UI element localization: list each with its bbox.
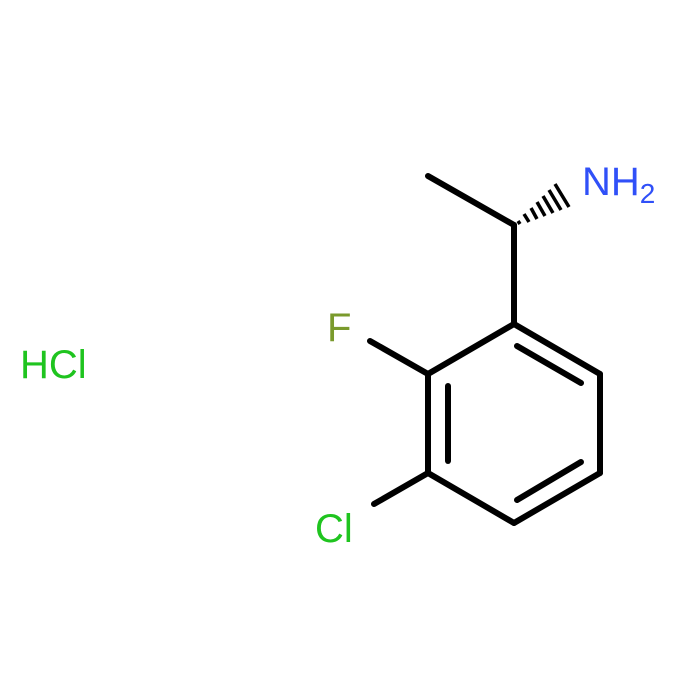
fluorine-bond	[367, 338, 431, 377]
ring-bond-c1-c6	[511, 321, 603, 377]
chlorine-label: Cl	[315, 507, 353, 551]
hashed-wedge-bond	[516, 183, 571, 225]
hcl-salt-label: HCl	[20, 343, 87, 387]
chlorine-bond	[371, 470, 431, 507]
ring-double-bond-inner-2	[514, 459, 584, 503]
ring-bond-c4-c3	[425, 470, 517, 526]
fluorine-label: F	[327, 306, 351, 350]
ring-bond-c5-c4	[511, 470, 603, 526]
ring-bond-c2-c1	[425, 321, 517, 377]
amine-label: NH2	[582, 160, 655, 209]
amine-subscript: 2	[640, 178, 656, 209]
ring-double-bond-inner-1	[514, 343, 584, 386]
methyl-bond	[425, 173, 517, 228]
